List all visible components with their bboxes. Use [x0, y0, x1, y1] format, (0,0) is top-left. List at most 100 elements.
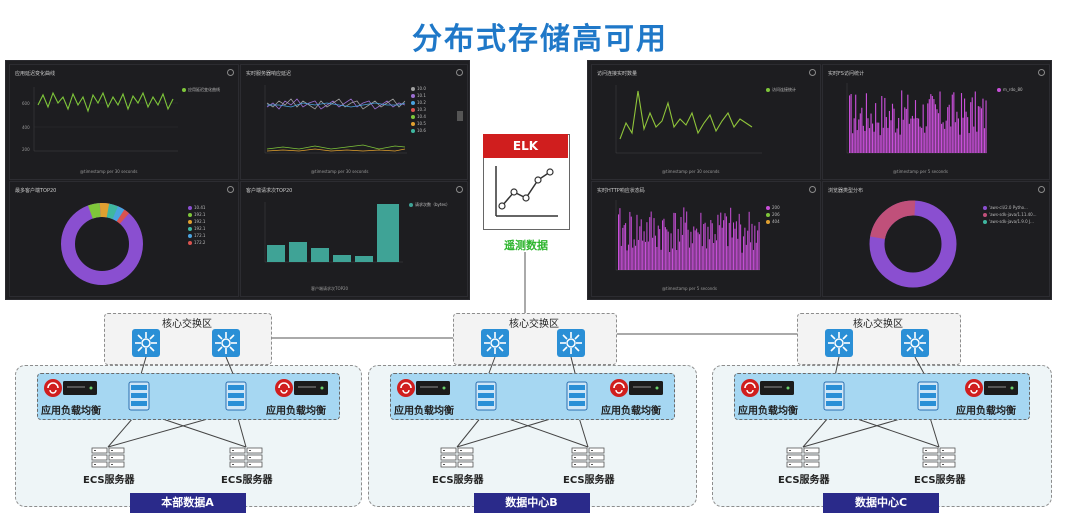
legend: 10.0 10.1 10.2 10.3 10.4 10.5 10.6	[411, 85, 426, 134]
legend: 10.41 192.1 192.1 192.1 172.1 172.2	[188, 204, 205, 246]
load-balancer-device	[740, 377, 796, 403]
core-switch-label: 核心交换区	[509, 319, 559, 330]
panel-app-latency: 应用延迟变化曲线 应用延迟变化曲线 600 400 200 @timestamp…	[9, 64, 239, 180]
panel-title: 访问连接实时数量	[597, 71, 638, 77]
zone-name-label: 数据中心B	[473, 493, 590, 513]
side-toolbar[interactable]	[457, 111, 463, 121]
load-balancer-label: 应用负载均衡	[601, 406, 661, 417]
access-switch-icon	[823, 381, 845, 415]
legend: m_rdo_80	[997, 87, 1023, 92]
access-switch-icon	[917, 381, 939, 415]
panel-fs-access: 实时FS访问统计 m_rdo_80 @timestamp per 5 secon…	[822, 64, 1050, 180]
access-switch-icon	[566, 381, 588, 415]
ecs-server-icon	[440, 447, 474, 473]
panel-title: 浏览器类型分布	[828, 188, 864, 194]
load-balancer-area	[734, 373, 1030, 420]
panel-title: 应用延迟变化曲线	[15, 71, 56, 77]
gear-icon[interactable]	[809, 186, 816, 193]
svg-text:400: 400	[22, 125, 30, 130]
panel-browser-types: 浏览器类型分布 'aws-cli/2.0 Pytho... 'aws-sdk-j…	[822, 181, 1050, 297]
dashboard-left: 应用延迟变化曲线 应用延迟变化曲线 600 400 200 @timestamp…	[5, 60, 470, 300]
x-axis-label: @timestamp per 5 seconds	[662, 286, 717, 291]
x-axis-label: @timestamp per 30 seconds	[662, 169, 720, 174]
gear-icon[interactable]	[1038, 186, 1045, 193]
ecs-server-icon	[91, 447, 125, 473]
core-switch-area	[453, 313, 617, 365]
legend: 访问连接统计	[766, 87, 796, 93]
core-switch-icon	[481, 329, 509, 361]
legend: 'aws-cli/2.0 Pytho... 'aws-sdk-java/1.11…	[983, 204, 1037, 225]
core-switch-icon	[557, 329, 585, 361]
load-balancer-device	[964, 377, 1020, 403]
core-switch-icon	[901, 329, 929, 361]
bar-chart-fs-access	[846, 83, 987, 154]
load-balancer-device	[396, 377, 452, 403]
ecs-server-label: ECS服务器	[563, 475, 615, 486]
donut-chart-top-clients	[60, 202, 143, 285]
elk-header: ELK	[483, 134, 568, 158]
core-switch-label: 核心交换区	[162, 319, 212, 330]
load-balancer-device	[609, 377, 665, 403]
gear-icon[interactable]	[227, 186, 234, 193]
ecs-server-icon	[786, 447, 820, 473]
zone-name-label: 本部数据A	[129, 493, 246, 513]
x-axis-label: @timestamp per 30 seconds	[80, 169, 138, 174]
load-balancer-label: 应用负载均衡	[394, 406, 454, 417]
panel-top-clients: 最多客户端TOP20 10.41 192.1 192.1 192.1 172.1…	[9, 181, 239, 297]
telemetry-chart-icon	[495, 166, 558, 217]
panel-title: 实时服务器响应延迟	[246, 71, 292, 77]
access-switch-icon	[475, 381, 497, 415]
gear-icon[interactable]	[809, 69, 816, 76]
load-balancer-device	[274, 377, 330, 403]
core-switch-area	[797, 313, 961, 365]
ecs-server-label: ECS服务器	[432, 475, 484, 486]
line-chart-server-response	[264, 85, 407, 154]
gear-icon[interactable]	[456, 69, 463, 76]
ecs-server-label: ECS服务器	[914, 475, 966, 486]
load-balancer-device	[43, 377, 99, 403]
load-balancer-label: 应用负载均衡	[41, 406, 101, 417]
legend: 200 206 404	[766, 204, 780, 225]
bar-chart-http-status	[615, 200, 760, 271]
bar-chart-client-requests	[264, 202, 403, 263]
ecs-server-label: ECS服务器	[83, 475, 135, 486]
dashboard-right: 访问连接实时数量 访问连接统计 @timestamp per 30 second…	[587, 60, 1052, 300]
load-balancer-label: 应用负载均衡	[956, 406, 1016, 417]
access-switch-icon	[128, 381, 150, 415]
load-balancer-area	[390, 373, 675, 420]
legend: 应用延迟变化曲线	[182, 87, 220, 93]
core-switch-icon	[212, 329, 240, 361]
zone-name-label: 数据中心C	[823, 493, 939, 513]
load-balancer-area	[37, 373, 340, 420]
load-balancer-label: 应用负载均衡	[266, 406, 326, 417]
page-title: 分布式存储高可用	[412, 22, 668, 57]
panel-server-response: 实时服务器响应延迟 10.0 10.1 10.2 10.3 10.4 10.5 …	[240, 64, 468, 180]
panel-title: 实时FS访问统计	[828, 71, 864, 77]
panel-connections: 访问连接实时数量 访问连接统计 @timestamp per 30 second…	[591, 64, 821, 180]
telemetry-caption: 遥测数据	[504, 239, 548, 252]
line-chart-connections	[615, 85, 762, 154]
panel-http-status: 实时HTTP响应状态码 200 206 404 @timestamp per 5…	[591, 181, 821, 297]
x-axis-label: @timestamp per 30 seconds	[311, 169, 369, 174]
x-axis-label: 客户端请求次TOP20	[311, 286, 349, 291]
svg-text:600: 600	[22, 101, 30, 106]
gear-icon[interactable]	[456, 186, 463, 193]
core-switch-icon	[132, 329, 160, 361]
ecs-server-label: ECS服务器	[221, 475, 273, 486]
gear-icon[interactable]	[227, 69, 234, 76]
ecs-server-icon	[571, 447, 605, 473]
x-axis-label: @timestamp per 5 seconds	[893, 169, 948, 174]
line-chart-app-latency: 600 400 200	[22, 87, 178, 152]
ecs-server-icon	[922, 447, 956, 473]
gear-icon[interactable]	[1038, 69, 1045, 76]
ecs-server-label: ECS服务器	[778, 475, 830, 486]
core-switch-label: 核心交换区	[853, 319, 903, 330]
ecs-server-icon	[229, 447, 263, 473]
access-switch-icon	[225, 381, 247, 415]
panel-title: 客户端请求次TOP20	[246, 188, 293, 194]
panel-title: 实时HTTP响应状态码	[597, 188, 645, 194]
panel-client-requests: 客户端请求次TOP20 请求次数（bytes） 客户端请求次TOP20	[240, 181, 468, 297]
core-switch-icon	[825, 329, 853, 361]
